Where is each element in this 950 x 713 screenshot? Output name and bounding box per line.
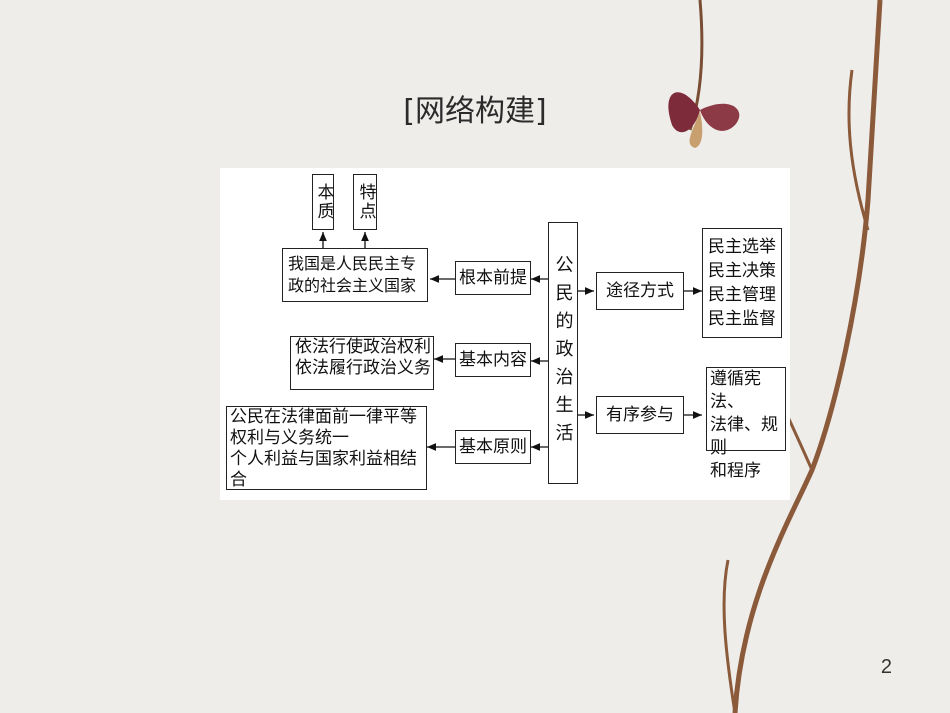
- orderly-participation-box: 有序参与: [596, 396, 684, 434]
- ways-label: 途径方式: [606, 280, 674, 301]
- content-item-2: 依法履行政治义务: [295, 358, 431, 378]
- ways-item-2: 民主决策: [708, 261, 776, 281]
- basic-content-box: 基本内容: [455, 343, 531, 377]
- participation-item-3: 和程序: [710, 461, 761, 481]
- root-premise-label: 根本前提: [459, 267, 527, 288]
- page-number: 2: [880, 656, 892, 678]
- principle-item-2: 权利与义务统一: [230, 428, 349, 448]
- features-label: 特点: [355, 183, 376, 221]
- ways-detail-box: 民主选举 民主决策 民主管理 民主监督: [702, 228, 782, 338]
- basic-principle-label: 基本原则: [459, 436, 527, 457]
- connector-lines: [319, 232, 702, 451]
- ways-box: 途径方式: [596, 272, 684, 310]
- center-topic-box: 公民的政治生活: [548, 222, 578, 484]
- page-title: [网络构建]: [403, 94, 547, 129]
- premise-detail-text: 我国是人民民主专政的社会主义国家: [288, 254, 417, 295]
- content-detail-box: 依法行使政治权利 依法履行政治义务: [290, 336, 434, 390]
- principle-item-3: 个人利益与国家利益相结合: [230, 449, 417, 490]
- knowledge-network-diagram: 本质 特点 我国是人民民主专政的社会主义国家 根本前提 基本内容 基本原则 依法…: [220, 168, 790, 500]
- root-premise-box: 根本前提: [455, 261, 531, 295]
- essence-label: 本质: [313, 183, 334, 221]
- premise-detail-box: 我国是人民民主专政的社会主义国家: [282, 248, 428, 302]
- participation-detail-box: 遵循宪法、 法律、规则 和程序: [706, 367, 786, 481]
- ways-item-4: 民主监督: [708, 309, 776, 329]
- features-box: 特点: [353, 174, 377, 230]
- orderly-participation-label: 有序参与: [606, 404, 674, 425]
- participation-item-1: 遵循宪法、: [710, 369, 761, 412]
- butterfly-icon: [668, 92, 740, 148]
- participation-item-2: 法律、规则: [710, 415, 778, 458]
- content-item-1: 依法行使政治权利: [295, 337, 431, 357]
- principle-detail-box: 公民在法律面前一律平等 权利与义务统一 个人利益与国家利益相结合: [226, 406, 427, 490]
- basic-content-label: 基本内容: [459, 349, 527, 370]
- basic-principle-box: 基本原则: [455, 430, 531, 464]
- principle-item-1: 公民在法律面前一律平等: [230, 407, 417, 427]
- ways-item-3: 民主管理: [708, 285, 776, 305]
- essence-box: 本质: [312, 174, 334, 230]
- ways-item-1: 民主选举: [708, 237, 776, 257]
- center-topic-label: 公民的政治生活: [552, 255, 574, 451]
